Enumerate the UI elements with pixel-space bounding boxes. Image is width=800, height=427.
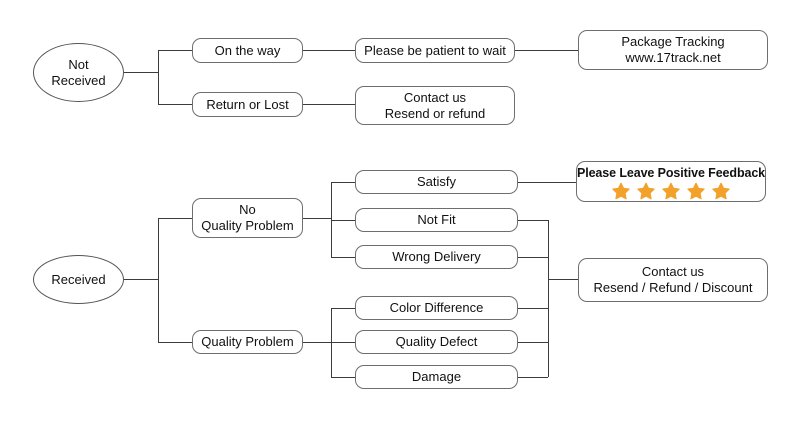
node-received[interactable]: Received <box>33 255 124 304</box>
node-not-received[interactable]: Not Received <box>33 43 124 102</box>
connector-merge-wrong-delivery <box>518 257 548 258</box>
node-not-fit[interactable]: Not Fit <box>355 208 518 232</box>
node-quality-defect-label: Quality Defect <box>395 334 478 350</box>
node-on-the-way[interactable]: On the way <box>192 38 303 63</box>
connector-fan-quality-defect <box>331 342 356 343</box>
node-not-fit-label: Not Fit <box>417 212 456 228</box>
star-rating[interactable] <box>612 182 730 200</box>
node-contact-resend-refund[interactable]: Contact us Resend or refund <box>355 86 515 125</box>
connector-no-quality-fan <box>331 182 332 257</box>
connector-fan-wrong-delivery <box>331 257 356 258</box>
feedback-label: Please Leave Positive Feedback <box>576 165 766 180</box>
node-please-be-patient[interactable]: Please be patient to wait <box>355 38 515 63</box>
node-contact-resend-refund-label: Contact us Resend or refund <box>384 89 486 121</box>
node-satisfy-label: Satisfy <box>416 174 456 190</box>
connector-fan-satisfy <box>331 182 356 183</box>
connector-arm-return-or-lost <box>158 104 193 105</box>
node-quality-problem[interactable]: Quality Problem <box>192 330 303 354</box>
node-damage[interactable]: Damage <box>355 365 518 389</box>
node-wrong-delivery[interactable]: Wrong Delivery <box>355 245 518 269</box>
node-received-label: Received <box>51 271 106 287</box>
connector-quality-stem <box>303 342 331 343</box>
connector-merge-color-difference <box>518 308 548 309</box>
connector-not-received-stem <box>124 72 158 73</box>
node-please-be-patient-label: Please be patient to wait <box>364 42 506 58</box>
connector-arm-no-quality-problem <box>158 218 193 219</box>
connector-wait-to-tracking <box>515 50 578 51</box>
connector-merge-bus <box>548 220 549 377</box>
connector-received-stem <box>124 279 158 280</box>
node-not-received-label: Not Received <box>51 56 106 88</box>
connector-no-quality-stem <box>303 218 331 219</box>
node-package-tracking[interactable]: Package Tracking www.17track.net <box>578 30 768 70</box>
connector-merge-damage <box>518 377 548 378</box>
connector-merge-to-contact <box>548 279 578 280</box>
connector-arm-on-the-way <box>158 50 193 51</box>
connector-on-the-way-to-wait <box>303 50 355 51</box>
connector-merge-not-fit <box>518 220 548 221</box>
connector-arm-quality-problem <box>158 342 193 343</box>
star-icon[interactable] <box>612 182 630 200</box>
node-return-or-lost-label: Return or Lost <box>206 96 289 112</box>
node-no-quality-problem[interactable]: No Quality Problem <box>192 198 303 238</box>
star-icon[interactable] <box>687 182 705 200</box>
node-package-tracking-label: Package Tracking www.17track.net <box>621 34 725 65</box>
connector-fan-color-difference <box>331 308 356 309</box>
node-damage-label: Damage <box>411 369 462 385</box>
connector-merge-quality-defect <box>518 342 548 343</box>
node-color-difference-label: Color Difference <box>389 300 484 316</box>
connector-received-bus <box>158 218 159 342</box>
node-satisfy[interactable]: Satisfy <box>355 170 518 194</box>
node-wrong-delivery-label: Wrong Delivery <box>392 249 481 265</box>
node-return-or-lost[interactable]: Return or Lost <box>192 92 303 117</box>
node-contact-resend-refund-discount[interactable]: Contact us Resend / Refund / Discount <box>578 258 768 302</box>
connector-satisfy-to-feedback <box>518 182 576 183</box>
node-quality-problem-label: Quality Problem <box>201 334 294 350</box>
star-icon[interactable] <box>712 182 730 200</box>
star-icon[interactable] <box>637 182 655 200</box>
connector-return-to-contact <box>303 104 355 105</box>
node-color-difference[interactable]: Color Difference <box>355 296 518 320</box>
node-positive-feedback[interactable]: Please Leave Positive Feedback <box>576 161 766 202</box>
connector-fan-damage <box>331 377 356 378</box>
node-no-quality-problem-label: No Quality Problem <box>201 202 294 233</box>
node-quality-defect[interactable]: Quality Defect <box>355 330 518 354</box>
connector-not-received-bus <box>158 50 159 104</box>
star-icon[interactable] <box>662 182 680 200</box>
connector-fan-not-fit <box>331 220 356 221</box>
node-contact-resend-refund-discount-label: Contact us Resend / Refund / Discount <box>593 264 753 295</box>
node-on-the-way-label: On the way <box>214 42 281 58</box>
